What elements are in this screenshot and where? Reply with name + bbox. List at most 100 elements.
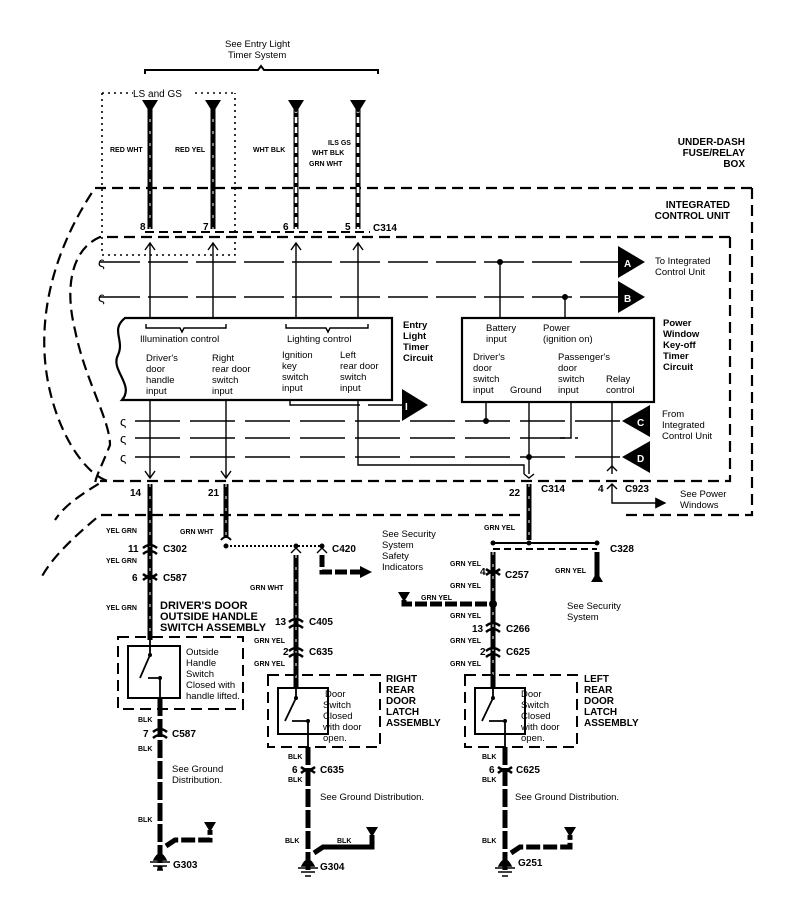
svg-text:Key-off: Key-off bbox=[663, 340, 697, 351]
entry-light-header: See Entry Light Timer System bbox=[144, 39, 379, 74]
c302-label: C302 bbox=[163, 544, 187, 555]
svg-text:13: 13 bbox=[275, 617, 287, 628]
svg-text:Outside: Outside bbox=[186, 647, 219, 658]
svg-text:ς: ς bbox=[98, 289, 105, 305]
top-wire-7: RED YEL 7 bbox=[175, 100, 221, 233]
svg-text:Indicators: Indicators bbox=[382, 562, 423, 573]
svg-text:A: A bbox=[624, 259, 631, 270]
svg-text:ASSEMBLY: ASSEMBLY bbox=[584, 718, 639, 729]
svg-text:Timer: Timer bbox=[403, 342, 429, 353]
svg-text:4: 4 bbox=[480, 567, 486, 578]
svg-text:GRN YEL: GRN YEL bbox=[450, 561, 482, 568]
relay-control-label: Relay control bbox=[606, 374, 635, 396]
svg-text:Timer: Timer bbox=[663, 351, 689, 362]
right-rear-assembly-label: RIGHT REAR DOOR LATCH ASSEMBLY bbox=[386, 674, 441, 729]
svg-text:LATCH: LATCH bbox=[386, 707, 419, 718]
svg-text:2: 2 bbox=[480, 647, 486, 658]
svg-text:input: input bbox=[486, 334, 507, 345]
ls-gs-label: LS and GS bbox=[133, 89, 182, 100]
svg-text:handle lifted.: handle lifted. bbox=[186, 691, 240, 702]
g251-label: G251 bbox=[518, 858, 543, 869]
svg-text:LEFT: LEFT bbox=[584, 674, 609, 685]
svg-text:14: 14 bbox=[130, 488, 142, 499]
svg-text:Driver's: Driver's bbox=[146, 353, 178, 364]
driver-branch: YEL GRN 11 C302 YEL GRN 6 C587 YEL GRN D… bbox=[106, 484, 267, 871]
c587-label: C587 bbox=[163, 573, 187, 584]
svg-text:BLK: BLK bbox=[285, 838, 299, 845]
svg-text:Safety: Safety bbox=[382, 551, 409, 562]
connector-b-arrow bbox=[618, 281, 645, 313]
svg-text:I: I bbox=[405, 402, 408, 413]
svg-text:Handle: Handle bbox=[186, 658, 216, 669]
svg-text:11: 11 bbox=[128, 544, 139, 555]
svg-text:C625: C625 bbox=[516, 765, 540, 776]
svg-text:GRN WHT: GRN WHT bbox=[250, 585, 284, 592]
svg-text:key: key bbox=[282, 361, 297, 372]
c328-label: C328 bbox=[610, 544, 634, 555]
svg-text:Ignition: Ignition bbox=[282, 350, 313, 361]
svg-text:Window: Window bbox=[663, 329, 700, 340]
svg-text:Power: Power bbox=[663, 318, 692, 329]
svg-text:RIGHT: RIGHT bbox=[386, 674, 417, 685]
svg-text:WHT BLK: WHT BLK bbox=[312, 150, 344, 157]
svg-text:with door: with door bbox=[520, 722, 560, 733]
svg-text:5: 5 bbox=[345, 222, 351, 233]
svg-text:input: input bbox=[212, 386, 233, 397]
svg-text:control: control bbox=[606, 385, 635, 396]
svg-text:D: D bbox=[637, 454, 644, 465]
svg-text:rear door: rear door bbox=[340, 361, 379, 372]
svg-text:BLK: BLK bbox=[138, 717, 152, 724]
svg-text:BLK: BLK bbox=[138, 817, 152, 824]
svg-text:Windows: Windows bbox=[680, 500, 719, 511]
g303-label: G303 bbox=[173, 860, 198, 871]
svg-text:Integrated: Integrated bbox=[662, 420, 705, 431]
svg-text:4: 4 bbox=[598, 484, 604, 495]
svg-text:Control Unit: Control Unit bbox=[662, 431, 713, 442]
svg-text:GRN YEL: GRN YEL bbox=[450, 613, 482, 620]
svg-text:Closed: Closed bbox=[521, 711, 551, 722]
svg-text:GRN YEL: GRN YEL bbox=[254, 661, 286, 668]
svg-text:ς: ς bbox=[120, 414, 126, 429]
svg-text:YEL GRN: YEL GRN bbox=[106, 528, 137, 535]
svg-text:REAR: REAR bbox=[386, 685, 415, 696]
left-rear-door-input: Left rear door switch input bbox=[340, 350, 379, 394]
svg-text:C: C bbox=[637, 418, 644, 429]
svg-text:GRN YEL: GRN YEL bbox=[450, 583, 482, 590]
svg-text:input: input bbox=[558, 385, 579, 396]
svg-text:See Ground Distribution.: See Ground Distribution. bbox=[320, 792, 424, 803]
svg-text:6: 6 bbox=[489, 765, 495, 776]
svg-text:Switch: Switch bbox=[186, 669, 214, 680]
svg-text:22: 22 bbox=[509, 488, 521, 499]
svg-text:B: B bbox=[624, 294, 631, 305]
svg-text:switch: switch bbox=[282, 372, 308, 383]
bus-a: A To Integrated Control Unit bbox=[100, 246, 710, 318]
svg-text:Circuit: Circuit bbox=[663, 362, 694, 373]
c625-label: C625 bbox=[506, 647, 530, 658]
svg-text:6: 6 bbox=[132, 573, 138, 584]
svg-text:REAR: REAR bbox=[584, 685, 613, 696]
see-power-windows: See Power bbox=[680, 489, 726, 500]
svg-text:ς: ς bbox=[120, 450, 126, 465]
svg-text:switch: switch bbox=[558, 374, 584, 385]
bottom-pins: 14 21 22 C314 4 C923 See Power Windows bbox=[130, 483, 726, 511]
icu-outline bbox=[69, 235, 732, 486]
top-wire-8: RED WHT 8 bbox=[110, 100, 158, 233]
power-window-side-label: Power Window Key-off Timer Circuit bbox=[663, 318, 700, 373]
svg-text:GRN YEL: GRN YEL bbox=[450, 661, 482, 668]
svg-text:INTEGRATED: INTEGRATED bbox=[666, 200, 730, 211]
c257-label: C257 bbox=[505, 570, 529, 581]
svg-text:C635: C635 bbox=[320, 765, 344, 776]
see-security-system: See Security bbox=[567, 601, 621, 612]
ls-gs-box: LS and GS bbox=[101, 89, 236, 256]
c420-label: C420 bbox=[332, 544, 356, 555]
svg-text:RED WHT: RED WHT bbox=[110, 147, 143, 154]
svg-text:Circuit: Circuit bbox=[403, 353, 434, 364]
svg-text:BOX: BOX bbox=[723, 159, 745, 170]
right-rear-branch: GRN WHT C420 See Security System Safety … bbox=[180, 484, 441, 877]
svg-text:input: input bbox=[340, 383, 361, 394]
svg-text:Control Unit: Control Unit bbox=[655, 267, 706, 278]
left-rear-branch: GRN YEL C328 GRN YEL See Security System… bbox=[398, 484, 639, 877]
svg-text:GRN YEL: GRN YEL bbox=[450, 638, 482, 645]
svg-text:switch: switch bbox=[340, 372, 366, 383]
